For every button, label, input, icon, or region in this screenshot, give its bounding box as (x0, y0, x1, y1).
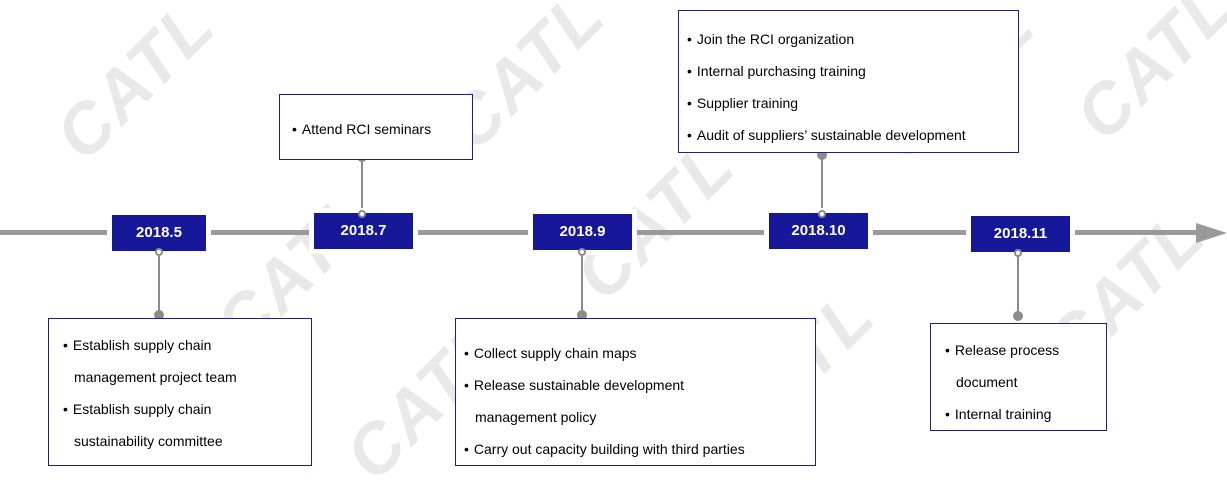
timeline-arrowhead (1196, 223, 1227, 243)
date-label-2018-7: 2018.7 (314, 213, 413, 249)
milestone-box-2018-7: •Attend RCI seminars (279, 94, 473, 160)
connector-line (581, 256, 583, 314)
milestone-item: •Establish supply chain (63, 401, 212, 417)
milestone-box-2018-11: •Release process document •Internal trai… (930, 323, 1107, 431)
date-label-2018-10: 2018.10 (769, 213, 868, 249)
milestone-item: •Join the RCI organization (687, 31, 855, 47)
milestone-item: •Internal purchasing training (687, 63, 866, 79)
anchor-dot (358, 210, 366, 218)
anchor-dot (578, 248, 586, 256)
connector-dot (154, 310, 164, 320)
anchor-dot (1014, 249, 1022, 257)
connector-line (361, 160, 363, 212)
milestone-box-2018-9: •Collect supply chain maps •Release sust… (455, 318, 816, 466)
connector-dot (577, 310, 587, 320)
milestone-item: •Collect supply chain maps (464, 345, 637, 361)
milestone-item: sustainability committee (74, 433, 223, 449)
connector-dot (817, 150, 827, 160)
milestone-item: document (956, 374, 1018, 390)
watermark: CATL (40, 0, 230, 175)
date-label-2018-11: 2018.11 (971, 216, 1070, 252)
milestone-item: •Release sustainable development (464, 377, 685, 393)
milestone-item: •Internal training (945, 406, 1052, 422)
milestone-item: •Carry out capacity building with third … (464, 441, 745, 457)
milestone-item: management project team (74, 369, 237, 385)
watermark: CATL (1060, 0, 1227, 155)
milestone-box-2018-5: •Establish supply chain management proje… (48, 318, 312, 466)
milestone-item: •Attend RCI seminars (292, 121, 432, 137)
milestone-box-2018-10: •Join the RCI organization •Internal pur… (678, 10, 1019, 153)
connector-line (158, 256, 160, 314)
milestone-item: •Establish supply chain (63, 337, 212, 353)
connector-line (821, 158, 823, 212)
anchor-dot (155, 248, 163, 256)
milestone-item: •Audit of suppliers’ sustainable develop… (687, 127, 966, 143)
connector-dot (1013, 311, 1023, 321)
date-label-2018-9: 2018.9 (533, 214, 632, 250)
milestone-item: management policy (475, 409, 597, 425)
milestone-item: •Release process (945, 342, 1060, 358)
date-label-2018-5: 2018.5 (112, 215, 206, 251)
connector-line (1017, 257, 1019, 315)
milestone-item: •Supplier training (687, 95, 799, 111)
anchor-dot (818, 210, 826, 218)
